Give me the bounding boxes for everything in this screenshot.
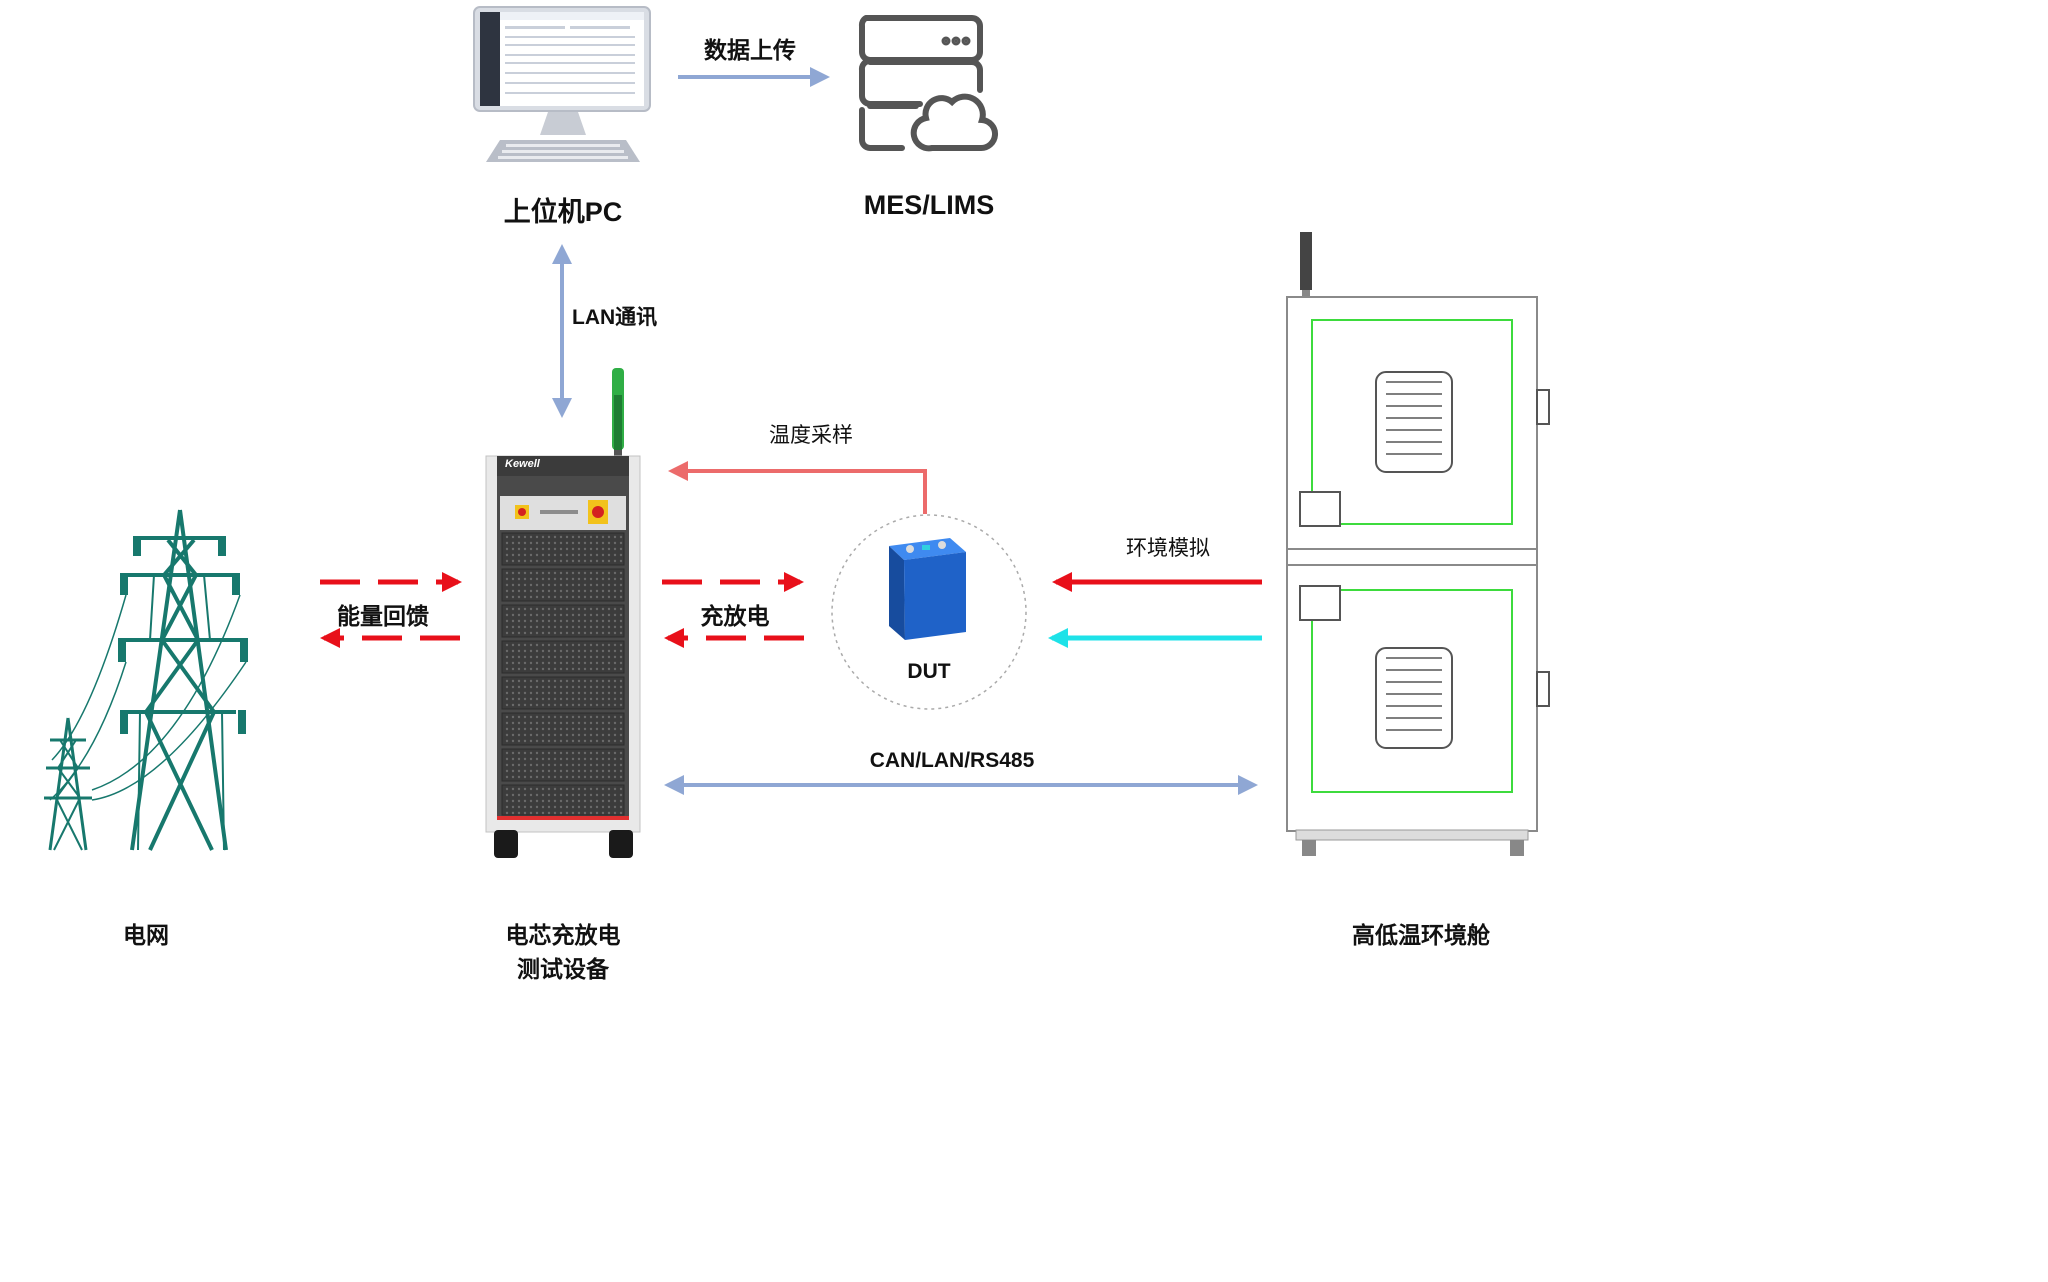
lan-label: LAN通讯: [572, 306, 658, 329]
feedback-arrows: [320, 572, 462, 648]
tester-label-line1: 电芯充放电: [505, 922, 621, 948]
battery-cell-icon: [889, 538, 966, 640]
pc-monitor-icon: [473, 6, 651, 162]
cell-tester-cabinet: [485, 368, 641, 858]
environmental-chamber: [1286, 232, 1550, 856]
bus-label: CAN/LAN/RS485: [869, 749, 1035, 772]
pc-label: 上位机PC: [503, 197, 623, 227]
temp-sampling-arrow: [668, 461, 927, 514]
brand-logo: Kewell: [505, 458, 540, 470]
server-cloud-icon: [858, 15, 999, 152]
power-tower-icon: [44, 509, 248, 851]
feedback-label: 能量回馈: [337, 603, 429, 629]
chamber-label: 高低温环境舱: [1352, 922, 1490, 948]
tester-label-line2: 测试设备: [517, 956, 609, 982]
charge-discharge-arrows: [662, 572, 804, 648]
dut-label: DUT: [907, 660, 951, 683]
dut-boundary: [831, 514, 1027, 710]
system-diagram: [44, 6, 1550, 858]
env-sim-label: 环境模拟: [1126, 537, 1210, 560]
mes-lims-label: MES/LIMS: [863, 190, 995, 220]
temp-sampling-label: 温度采样: [769, 424, 853, 447]
grid-label: 电网: [123, 922, 169, 948]
upload-label: 数据上传: [704, 37, 796, 63]
charge-discharge-label: 充放电: [700, 603, 770, 629]
